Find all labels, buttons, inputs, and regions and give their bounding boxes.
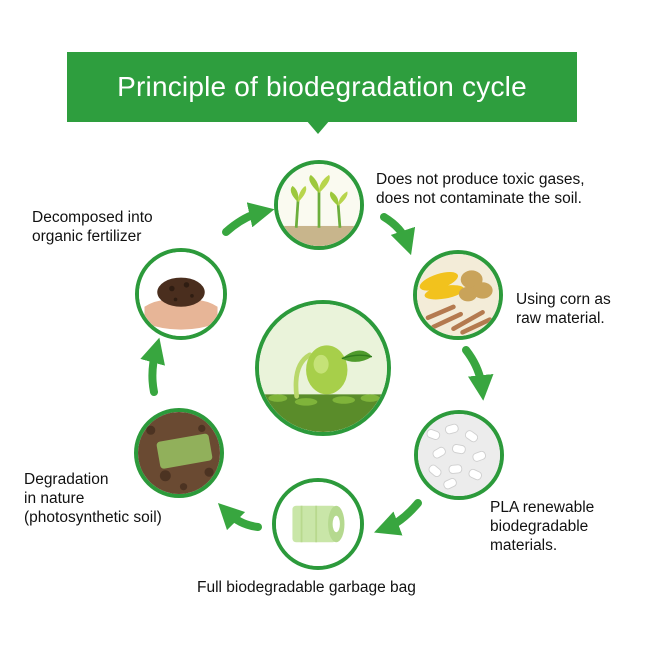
photosynthetic-soil-icon — [138, 412, 220, 494]
title-banner — [67, 52, 577, 122]
step-corn-label: Using corn as raw material. — [516, 291, 611, 327]
arrow-corn-to-pla — [462, 346, 494, 401]
arrow-pla-to-bag — [374, 499, 422, 536]
arrow-soil-to-hands — [140, 337, 165, 396]
step-pla-label: PLA renewable biodegradable materials. — [490, 499, 595, 554]
page-title: Principle of biodegradation cycle — [117, 71, 527, 102]
pla-pellets-icon — [418, 414, 500, 496]
step-soil-circle — [134, 408, 224, 498]
step-soil-label: Degradation in nature (photosynthetic so… — [24, 471, 162, 526]
title-banner-pointer — [306, 120, 330, 134]
arrow-bag-to-soil — [217, 502, 262, 531]
sprouting-seed-icon — [259, 304, 387, 432]
corn-potato-icon — [417, 254, 499, 336]
arrow-hands-to-seedlings — [222, 202, 275, 236]
step-hands-circle — [135, 248, 227, 340]
arrow-seedlings-to-corn — [380, 213, 416, 256]
step-bag-circle — [272, 478, 364, 570]
step-pla-circle — [414, 410, 504, 500]
step-hands-label: Decomposed into organic fertilizer — [32, 209, 153, 245]
hands-soil-icon — [139, 252, 223, 336]
seedlings-icon — [278, 164, 360, 246]
step-seedlings-label: Does not produce toxic gases, does not c… — [376, 171, 585, 207]
step-bag-label: Full biodegradable garbage bag — [197, 579, 416, 596]
garbage-bag-roll-icon — [276, 482, 360, 566]
step-corn-circle — [413, 250, 503, 340]
step-seedlings-circle — [274, 160, 364, 250]
center-circle — [255, 300, 391, 436]
